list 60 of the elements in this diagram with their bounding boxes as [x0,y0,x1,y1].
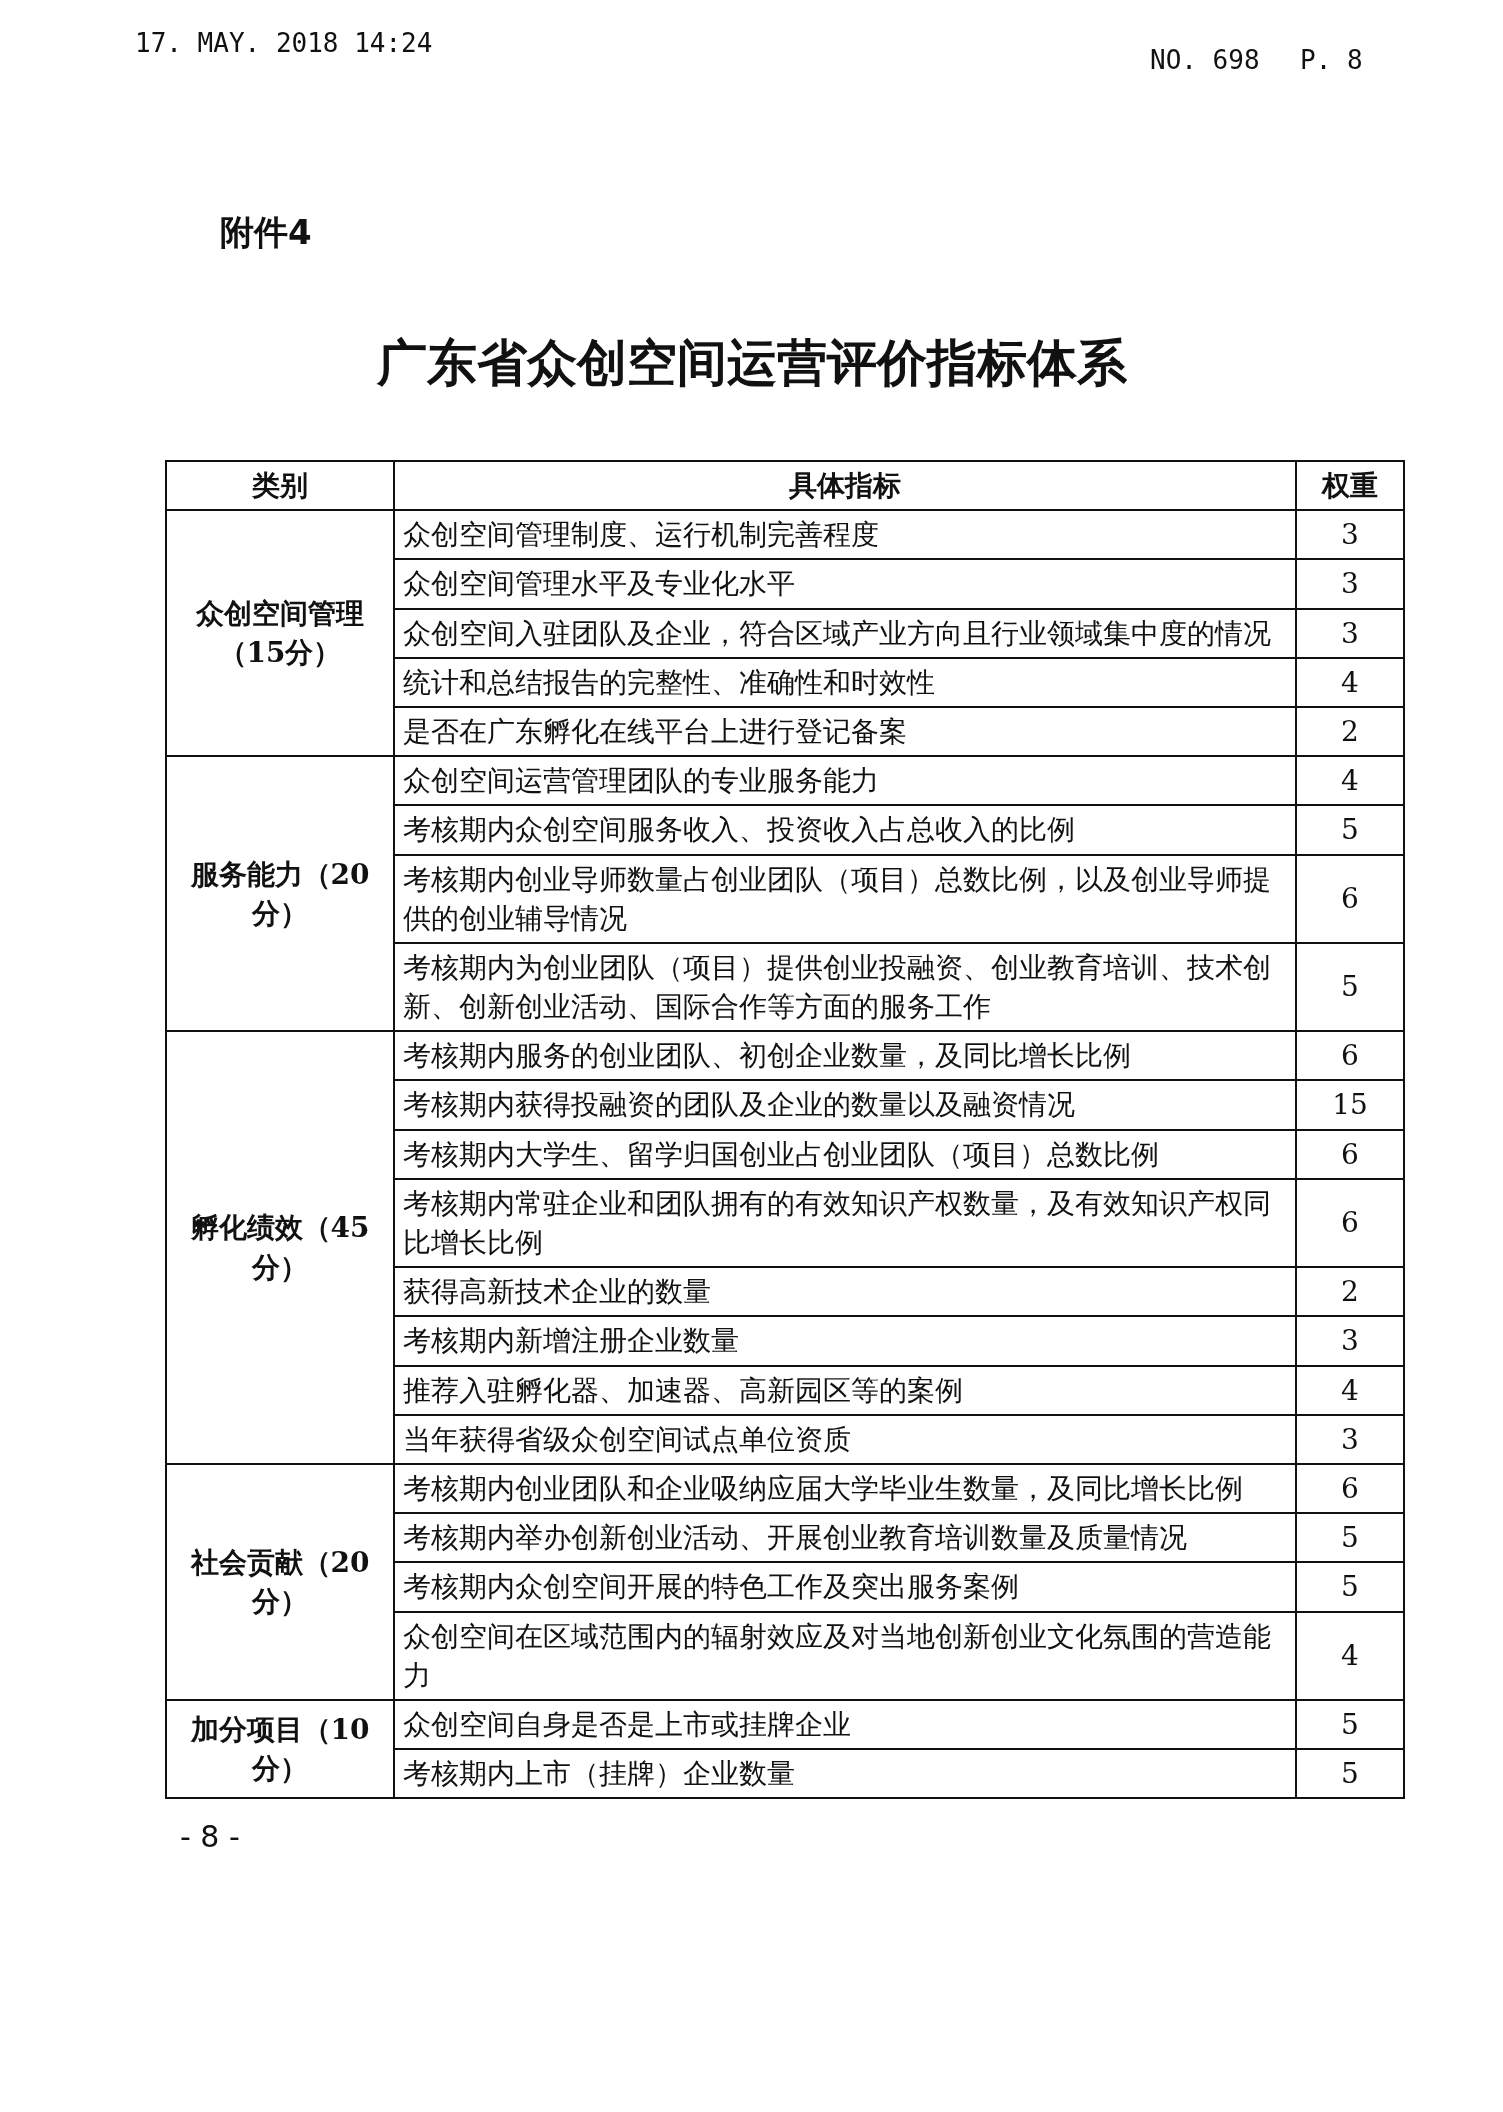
indicator-text: 考核期内大学生、留学归国创业占创业团队（项目）总数比例 [394,1129,1296,1179]
indicator-text: 众创空间在区域范围内的辐射效应及对当地创新创业文化氛围的营造能力 [394,1611,1296,1700]
weight-value: 2 [1296,1267,1404,1317]
weight-value: 3 [1296,608,1404,658]
weight-value: 2 [1296,706,1404,757]
weight-value: 5 [1296,1699,1404,1750]
indicator-text: 推荐入驻孵化器、加速器、高新园区等的案例 [394,1365,1296,1415]
weight-value: 5 [1296,805,1404,855]
weight-value: 6 [1296,1178,1404,1268]
weight-value: 5 [1296,1562,1404,1612]
indicator-text: 获得高新技术企业的数量 [394,1267,1296,1317]
weight-value: 15 [1296,1080,1404,1130]
fax-timestamp: 17. MAY. 2018 14:24 [135,28,433,58]
page-number: P. 8 [1300,45,1363,75]
weight-value: 6 [1296,1463,1404,1514]
weight-value: 5 [1296,942,1404,1032]
weight-value: 3 [1296,559,1404,609]
indicator-text: 众创空间自身是否是上市或挂牌企业 [394,1699,1296,1750]
weight-value: 4 [1296,1365,1404,1415]
indicator-text: 是否在广东孵化在线平台上进行登记备案 [394,706,1296,757]
indicator-text: 考核期内创业团队和企业吸纳应届大学毕业生数量，及同比增长比例 [394,1463,1296,1514]
weight-value: 6 [1296,854,1404,943]
indicator-text: 考核期内为创业团队（项目）提供创业投融资、创业教育培训、技术创新、创新创业活动、国际合作等方面的服务工作 [394,942,1296,1032]
column-header: 权重 [1296,461,1404,511]
category-name: 服务能力（20分） [166,756,394,1032]
weight-value: 6 [1296,1129,1404,1179]
weight-value: 3 [1296,510,1404,560]
indicator-text: 众创空间管理制度、运行机制完善程度 [394,510,1296,560]
category-name: 孵化绩效（45分） [166,1031,394,1464]
indicator-text: 考核期内获得投融资的团队及企业的数量以及融资情况 [394,1080,1296,1130]
fax-number: NO. 698 [1150,45,1260,75]
weight-value: 4 [1296,756,1404,806]
weight-value: 5 [1296,1749,1404,1799]
weight-value: 3 [1296,1316,1404,1366]
weight-value: 4 [1296,1611,1404,1700]
category-name: 社会贡献（20分） [166,1463,394,1700]
indicator-text: 考核期内服务的创业团队、初创企业数量，及同比增长比例 [394,1031,1296,1081]
indicator-text: 考核期内举办创新创业活动、开展创业教育培训数量及质量情况 [394,1513,1296,1563]
indicator-text: 当年获得省级众创空间试点单位资质 [394,1414,1296,1464]
page-footer: - 8 - [180,1819,240,1854]
indicator-text: 考核期内众创空间服务收入、投资收入占总收入的比例 [394,805,1296,855]
weight-value: 3 [1296,1414,1404,1464]
indicator-text: 考核期内常驻企业和团队拥有的有效知识产权数量，及有效知识产权同比增长比例 [394,1178,1296,1268]
weight-value: 5 [1296,1513,1404,1563]
indicator-text: 统计和总结报告的完整性、准确性和时效性 [394,657,1296,707]
attachment-label: 附件4 [220,211,312,254]
indicator-text: 众创空间入驻团队及企业，符合区域产业方向且行业领域集中度的情况 [394,608,1296,658]
category-name: 众创空间管理（15分） [166,510,394,757]
column-header: 具体指标 [394,461,1296,511]
column-header: 类别 [166,461,394,511]
weight-value: 6 [1296,1031,1404,1081]
weight-value: 4 [1296,657,1404,707]
category-name: 加分项目（10分） [166,1699,394,1799]
indicator-text: 考核期内上市（挂牌）企业数量 [394,1749,1296,1799]
indicator-text: 考核期内众创空间开展的特色工作及突出服务案例 [394,1562,1296,1612]
document-title: 广东省众创空间运营评价指标体系 [375,333,1128,394]
indicator-text: 考核期内新增注册企业数量 [394,1316,1296,1366]
indicator-text: 考核期内创业导师数量占创业团队（项目）总数比例，以及创业导师提供的创业辅导情况 [394,854,1296,943]
indicator-text: 众创空间管理水平及专业化水平 [394,559,1296,609]
indicator-text: 众创空间运营管理团队的专业服务能力 [394,756,1296,806]
